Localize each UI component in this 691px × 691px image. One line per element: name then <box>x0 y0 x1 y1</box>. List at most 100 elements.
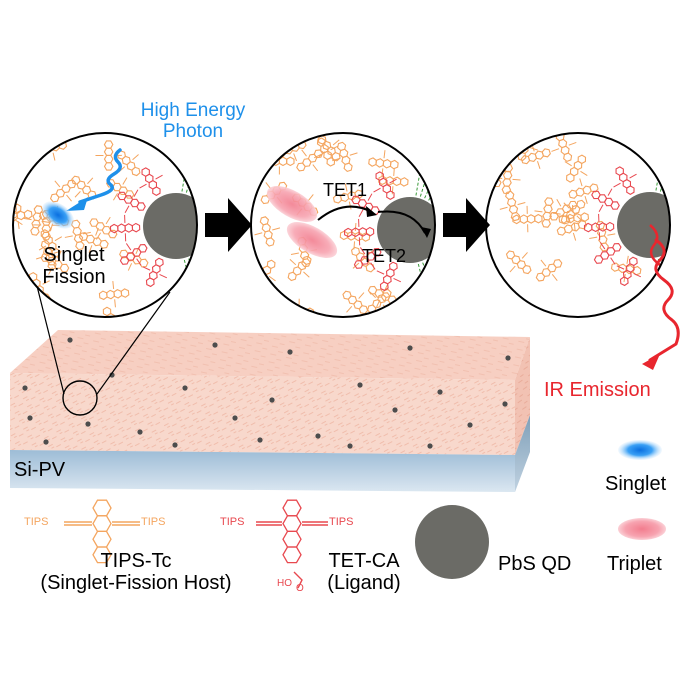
singlet-legend-label: Singlet <box>605 473 667 495</box>
photon-arrow <box>78 148 122 204</box>
ligand-chain <box>678 198 691 215</box>
host-molecule <box>367 282 398 308</box>
aromatic-ring <box>92 546 112 564</box>
host-molecule <box>332 183 364 210</box>
host-molecule <box>13 292 32 317</box>
film-dot <box>269 397 275 403</box>
photon-label: High Energy Photon <box>118 100 268 143</box>
film-front-face <box>10 373 515 455</box>
singlet-exciton <box>41 201 75 229</box>
film-dot <box>427 443 433 449</box>
ligand-chain <box>189 252 197 295</box>
film-dot <box>182 385 188 391</box>
legend-triplet-marker <box>618 518 666 540</box>
pbs-qd-label: PbS QD <box>498 553 572 575</box>
ligand-molecule <box>142 257 168 288</box>
host-molecule <box>38 229 63 258</box>
ligand-chain <box>196 247 197 283</box>
ir-emission-label: IR Emission <box>544 379 651 401</box>
ligand-molecule <box>373 171 397 200</box>
ligand-chain <box>437 242 481 262</box>
step-arrow-2 <box>443 198 490 252</box>
ligand-chain <box>436 246 477 271</box>
host-molecule <box>105 177 135 201</box>
film-dot <box>212 342 218 348</box>
film-dot <box>357 382 363 388</box>
photon-arrow-head <box>66 197 88 211</box>
ligand-chain <box>194 165 197 204</box>
aromatic-ring <box>282 515 302 533</box>
ligand-chain <box>667 248 670 289</box>
film-top-face <box>10 330 530 380</box>
aromatic-ring <box>282 499 302 517</box>
film-dot <box>22 385 28 391</box>
singlet-fission-line2: Fission <box>42 266 106 289</box>
tet-ca-role: (Ligand) <box>327 572 401 595</box>
film-dot <box>172 442 178 448</box>
ligand-molecule <box>591 188 620 212</box>
host-molecule <box>535 259 563 282</box>
film-dot <box>315 433 321 439</box>
host-molecule <box>549 199 578 223</box>
host-molecule <box>368 150 399 177</box>
host-molecule <box>560 199 586 225</box>
host-molecule <box>564 154 588 183</box>
triplet-exciton-2 <box>286 222 338 258</box>
ligand-chain <box>199 245 236 275</box>
ligand-chain <box>662 153 670 198</box>
tet-ca-structure <box>256 499 328 589</box>
aromatic-ring <box>92 530 112 548</box>
film-dot <box>137 429 143 435</box>
ligand-molecule <box>139 167 163 196</box>
ligand-chain <box>418 155 434 202</box>
tips-tc-label: TIPS-Tc (Singlet-Fission Host) <box>6 550 266 595</box>
photon-label-line2: Photon <box>162 121 224 143</box>
aromatic-ring <box>92 499 112 517</box>
ligand-chain <box>671 247 691 282</box>
film-dot <box>27 415 33 421</box>
tet-ca-acid-ho: HO <box>277 578 292 589</box>
singlet-fission-label: Singlet Fission <box>24 244 124 289</box>
si-pv-label: Si-PV <box>14 459 66 481</box>
ligand-molecule <box>353 247 382 270</box>
ligand-molecule <box>583 213 615 241</box>
host-molecule <box>64 219 91 251</box>
ligand-chain <box>202 242 243 267</box>
ligand-chain <box>679 207 691 218</box>
host-molecule <box>499 190 526 222</box>
tet-ca-tips-left: TIPS <box>220 516 245 528</box>
legend-pbs-qd-marker <box>415 505 489 579</box>
ir-emission-start <box>649 224 661 267</box>
ligand-chain <box>680 230 691 238</box>
si-pv-side <box>515 415 530 492</box>
tips-tc-role: (Singlet-Fission Host) <box>40 572 232 595</box>
ligand-chain <box>203 238 247 258</box>
film-dot <box>502 401 508 407</box>
ligand-molecule <box>109 214 141 242</box>
host-molecule <box>254 216 281 247</box>
host-molecule <box>505 250 532 275</box>
tet-ca-tips-right: TIPS <box>329 516 354 528</box>
tet1-label: TET1 <box>323 180 368 200</box>
ligand-chain <box>680 226 691 227</box>
ligand-molecule <box>117 189 146 213</box>
ligand-chain <box>672 172 691 205</box>
host-molecule <box>378 167 409 195</box>
ligand-molecule <box>593 242 622 265</box>
host-molecule <box>332 141 358 172</box>
triplet-exciton-1 <box>266 186 318 222</box>
step-arrow-1 <box>205 198 252 252</box>
tips-tc-tips-right: TIPS <box>141 516 166 528</box>
ligand-chain <box>677 237 691 257</box>
host-molecule <box>35 239 62 271</box>
ligand-chain <box>191 159 197 201</box>
film-dot <box>392 407 398 413</box>
host-molecule <box>313 137 339 167</box>
film-dot <box>407 345 413 351</box>
host-molecule <box>287 255 312 282</box>
ligand-chain <box>204 199 249 216</box>
ligand-chain <box>663 251 670 294</box>
tet-ca-label: TET-CA (Ligand) <box>314 550 414 595</box>
film-dot <box>437 389 443 395</box>
film-dot <box>467 422 473 428</box>
